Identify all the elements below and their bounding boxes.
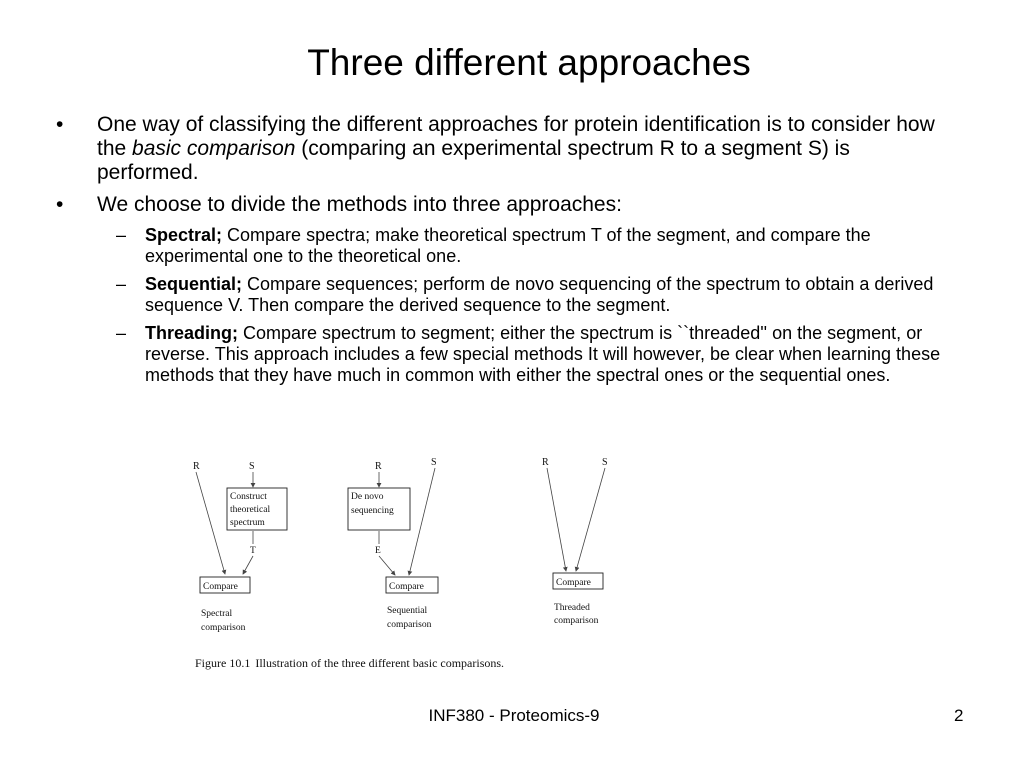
- sequential-diagram: R S De novo sequencing E Compare Sequent…: [347, 457, 439, 630]
- bullet-text: We choose to divide the methods into thr…: [97, 193, 622, 216]
- sequential-r-label: R: [375, 461, 382, 472]
- footer-course-title: INF380 - Proteomics-9: [428, 706, 600, 725]
- threaded-s-label: S: [602, 457, 608, 468]
- subbullet-mark: –: [116, 225, 127, 245]
- subbullet-text: Compare spectrum to segment; either the …: [145, 323, 941, 385]
- subbullet-item: – Threading; Compare spectrum to segment…: [54, 323, 954, 386]
- sequential-compare-box: [385, 576, 439, 594]
- bullet-mark: •: [56, 113, 64, 136]
- spectral-t-arrow: [242, 555, 254, 575]
- sequential-e-label: E: [375, 546, 381, 556]
- spectral-caption: Spectral: [201, 609, 232, 619]
- spectral-box-line: spectrum: [230, 518, 265, 528]
- subbullet-bold-label: Sequential;: [145, 274, 243, 294]
- sequential-caption: Sequential: [387, 606, 427, 616]
- spectral-compare-box: [199, 576, 251, 594]
- bullet-mark: •: [56, 193, 64, 216]
- threaded-diagram: R S Compare Threaded comparison: [542, 457, 608, 626]
- spectral-r-arrow: [195, 471, 227, 575]
- sequential-box-line: De novo: [351, 492, 384, 502]
- subbullet-bold-label: Threading;: [145, 323, 238, 343]
- threaded-s-arrow: [574, 467, 606, 572]
- threaded-compare-box: [552, 572, 604, 590]
- spectral-diagram: R S Construct theoretical spectrum T Com…: [193, 461, 288, 633]
- subbullet-item: – Sequential; Compare sequences; perform…: [54, 274, 954, 316]
- bullet-list: • One way of classifying the different a…: [54, 113, 954, 393]
- spectral-box-line: Construct: [230, 492, 267, 502]
- spectral-compare-label: Compare: [203, 582, 238, 592]
- bullet-text: One way of classifying the different app…: [97, 113, 935, 160]
- spectral-s-label: S: [249, 461, 255, 472]
- spectral-caption: comparison: [201, 623, 246, 633]
- spectral-construct-box: [226, 487, 288, 531]
- threaded-caption: Threaded: [554, 603, 590, 613]
- bullet-italic-text: basic comparison: [132, 137, 296, 160]
- footer-page-number: 2: [954, 706, 964, 725]
- spectral-r-label: R: [193, 461, 200, 472]
- slide-title: Three different approaches: [307, 42, 751, 83]
- sequential-caption: comparison: [387, 620, 432, 630]
- spectral-t-label: T: [250, 546, 256, 556]
- sequential-compare-label: Compare: [389, 582, 424, 592]
- threaded-compare-label: Compare: [556, 578, 591, 588]
- subbullet-item: – Spectral; Compare spectra; make theore…: [54, 225, 954, 267]
- bullet-item: • One way of classifying the different a…: [54, 113, 954, 185]
- sequential-box-line: sequencing: [351, 506, 394, 516]
- sequential-s-label: S: [431, 457, 437, 468]
- subbullet-mark: –: [116, 274, 127, 294]
- threaded-r-arrow: [546, 467, 568, 572]
- threaded-r-label: R: [542, 457, 549, 468]
- subbullet-text: Compare spectra; make theoretical spectr…: [145, 225, 871, 266]
- spectral-box-line: theoretical: [230, 505, 270, 515]
- comparison-figure: R S Construct theoretical spectrum T Com…: [193, 457, 608, 670]
- sequential-denovo-box: [347, 487, 411, 531]
- subbullet-bold-label: Spectral;: [145, 225, 223, 245]
- bullet-text: (comparing an experimental spectrum R to…: [97, 137, 850, 184]
- sequential-s-arrow: [407, 467, 436, 576]
- figure-caption: Figure 10.1 Illustration of the three dif…: [195, 656, 504, 670]
- bullet-item: • We choose to divide the methods into t…: [54, 193, 954, 217]
- subbullet-text: Compare sequences; perform de novo seque…: [145, 274, 934, 315]
- subbullet-mark: –: [116, 323, 127, 343]
- figure-caption-label: Figure 10.1: [195, 656, 250, 670]
- figure-caption-text: Illustration of the three different basi…: [255, 656, 504, 670]
- sequential-e-arrow: [378, 555, 396, 576]
- threaded-caption: comparison: [554, 616, 599, 626]
